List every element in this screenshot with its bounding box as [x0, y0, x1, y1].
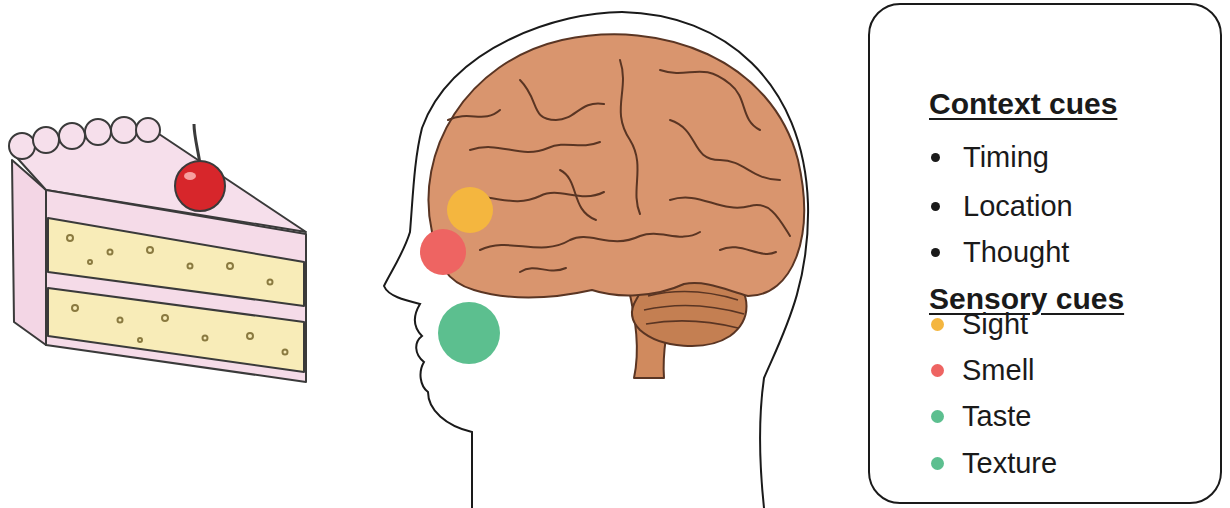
crumb [67, 235, 73, 241]
crumb [147, 247, 153, 253]
crumb [268, 280, 273, 285]
frosting-swirl [85, 119, 111, 145]
sight-marker [447, 187, 493, 233]
frosting-swirl [59, 123, 85, 149]
fold-line [648, 292, 738, 300]
gyrus-line [520, 80, 604, 120]
bullet-item: Location [963, 189, 1073, 223]
crumb [188, 264, 193, 269]
fold-line [644, 306, 744, 314]
crumb [88, 260, 92, 264]
legend-label: Taste [962, 399, 1031, 433]
brain [428, 34, 804, 378]
crumb [138, 338, 142, 342]
legend-label: Smell [962, 353, 1035, 387]
cherry-stem [194, 124, 200, 164]
legend-swatch [931, 457, 944, 470]
gyrus-line [620, 60, 640, 214]
gyrus-line [470, 142, 600, 152]
section-heading: Context cues [929, 87, 1117, 121]
cerebrum [428, 34, 804, 297]
bullet-item: Thought [963, 235, 1069, 269]
crumb [162, 315, 168, 321]
legend-label: Sight [962, 307, 1028, 341]
gyrus-line [670, 120, 780, 180]
legend-box: Context cuesTimingLocationThoughtSensory… [868, 3, 1222, 504]
bullet-dot [931, 202, 940, 211]
smell-marker [420, 229, 466, 275]
gyrus-line [560, 170, 596, 220]
legend-swatch [931, 318, 944, 331]
frosting-swirl [9, 133, 35, 159]
gyrus-line [448, 110, 500, 120]
gyrus-line [670, 198, 790, 236]
crumb [203, 336, 208, 341]
crumb [247, 333, 253, 339]
cake-layer [48, 288, 304, 372]
cake-front-face [46, 190, 306, 382]
brain-gyri [448, 60, 790, 272]
crumb [283, 350, 288, 355]
cerebellum-folds [644, 292, 744, 328]
gyrus-line [480, 232, 700, 250]
crumb [227, 263, 233, 269]
bullet-item: Timing [963, 140, 1049, 174]
legend-label: Texture [962, 446, 1057, 480]
crumb [108, 250, 113, 255]
frosting-swirl [111, 117, 137, 143]
legend-swatch [931, 410, 944, 423]
frosting-swirl [33, 127, 59, 153]
gyrus-line [720, 247, 776, 254]
frosting-swirl [136, 118, 160, 142]
cake-slice [9, 117, 306, 382]
head-outline [384, 12, 808, 508]
cherry [175, 161, 225, 211]
cherry-highlight [184, 172, 196, 180]
gyrus-line [520, 268, 566, 272]
taste-marker [438, 302, 500, 364]
frosting-swirls [9, 117, 160, 159]
legend-swatch [931, 364, 944, 377]
bullet-dot [931, 248, 940, 257]
bullet-dot [931, 153, 940, 162]
fold-line [646, 321, 738, 328]
crumb [72, 305, 78, 311]
cake-left-side [12, 160, 46, 345]
crumb [118, 318, 123, 323]
cake-crumbs [67, 235, 288, 355]
